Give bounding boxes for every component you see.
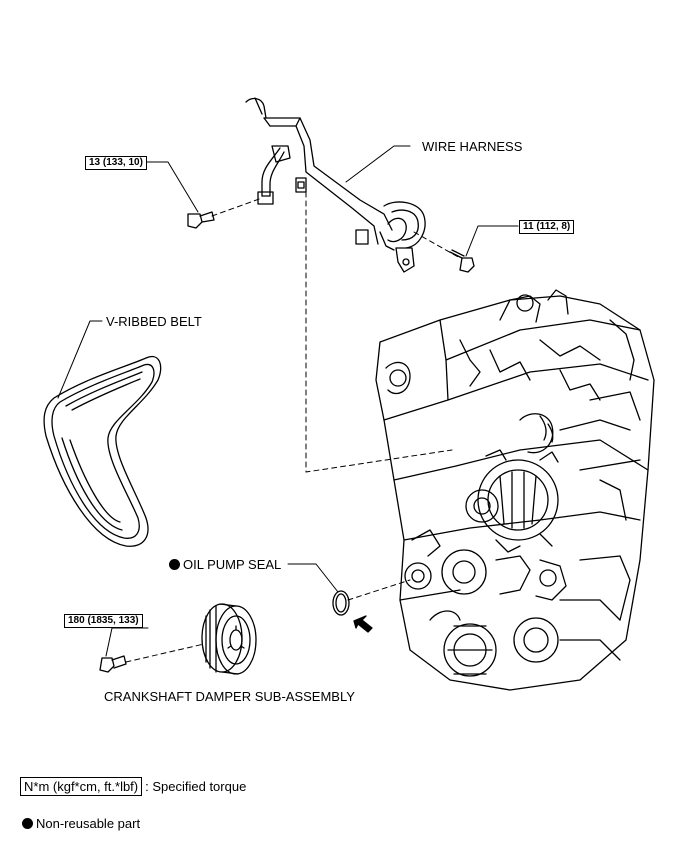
legend-torque-symbol: N*m (kgf*cm, ft.*lbf): [20, 777, 143, 796]
v-ribbed-belt-label: V-RIBBED BELT: [106, 314, 202, 329]
bolt-180-drawing: [99, 655, 127, 673]
v-ribbed-belt-drawing: [43, 356, 162, 547]
bolt-13-drawing: [187, 211, 215, 229]
non-reusable-dot-icon: [169, 559, 180, 570]
wire-harness-drawing: [245, 97, 426, 273]
oil-pump-seal-text: OIL PUMP SEAL: [183, 557, 282, 572]
wire-harness-label: WIRE HARNESS: [422, 139, 523, 154]
oil-pump-seal-drawing: [332, 590, 350, 616]
legend-dot-icon: [22, 818, 33, 829]
torque-box-harness-right: 11 (112, 8): [519, 220, 575, 234]
install-direction-arrow: [353, 615, 373, 633]
torque-box-damper: 180 (1835, 133): [64, 614, 143, 628]
torque-box-harness-left: 13 (133, 10): [85, 156, 147, 170]
oil-pump-seal-label: OIL PUMP SEAL: [169, 557, 281, 572]
crankshaft-damper-drawing: [201, 603, 257, 675]
bolt-11-drawing: [449, 249, 475, 273]
engine-drawing: [375, 289, 655, 691]
crankshaft-damper-label: CRANKSHAFT DAMPER SUB-ASSEMBLY: [104, 689, 355, 704]
legend-nonreusable-text: Non-reusable part: [36, 816, 141, 831]
legend-torque: N*m (kgf*cm, ft.*lbf): Specified torque: [20, 777, 246, 796]
legend-torque-text: : Specified torque: [145, 779, 247, 794]
legend-nonreusable: Non-reusable part: [22, 816, 140, 831]
